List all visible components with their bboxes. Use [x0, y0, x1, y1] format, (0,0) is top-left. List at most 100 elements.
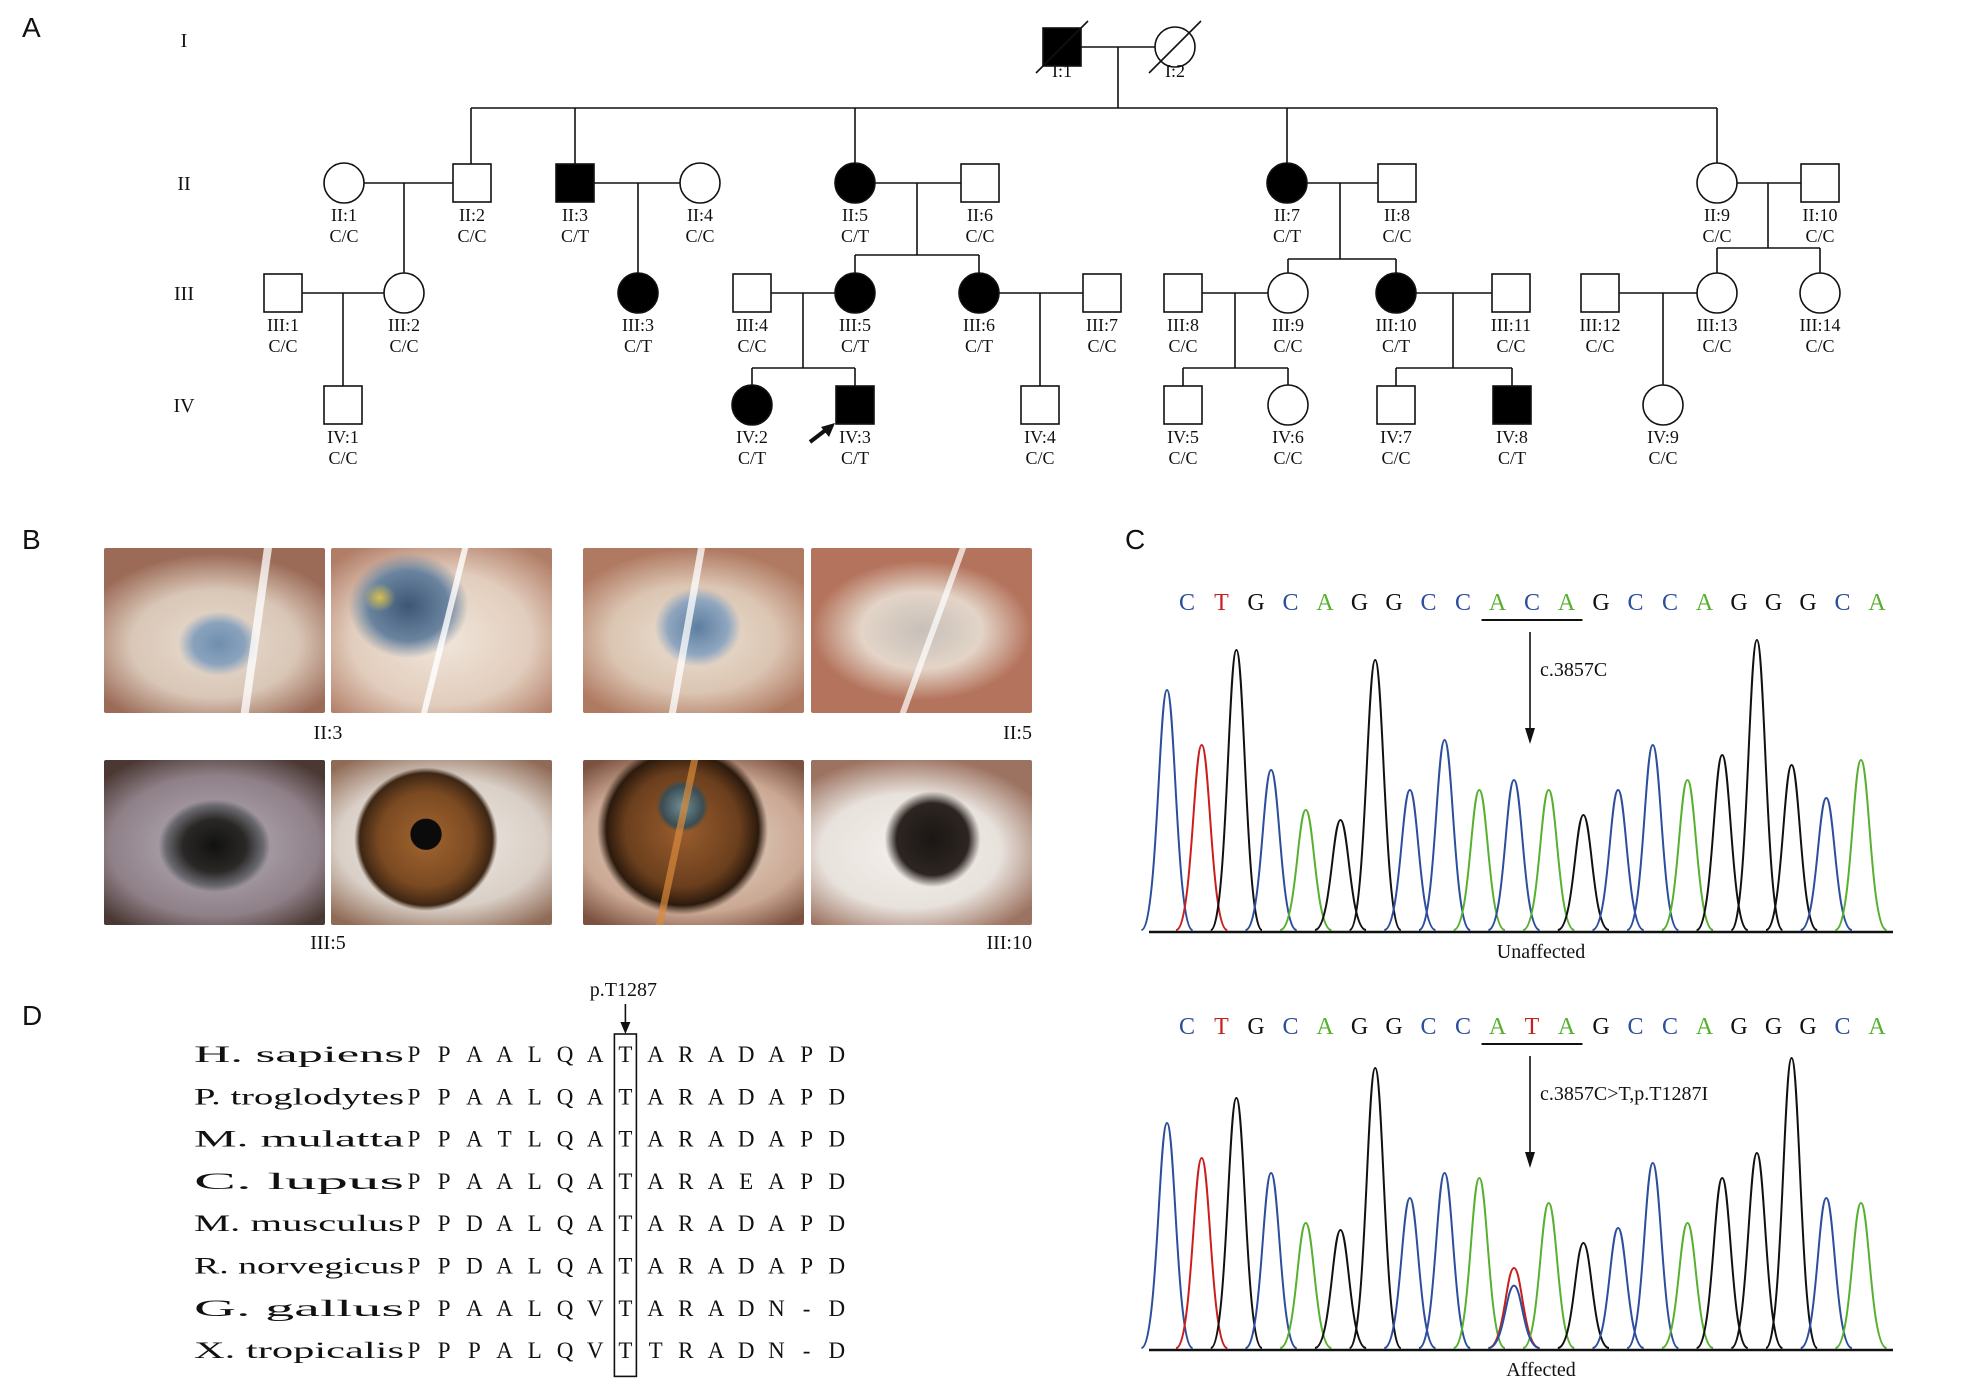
- pedigree-individual: III:4C/C: [732, 273, 772, 356]
- amino-acid: A: [647, 1169, 664, 1194]
- amino-acid: D: [828, 1338, 845, 1363]
- amino-acid: A: [587, 1127, 604, 1152]
- amino-acid: A: [768, 1084, 785, 1109]
- individual-id: I:2: [1165, 61, 1185, 81]
- amino-acid: D: [738, 1296, 755, 1321]
- individual-genotype: C/T: [561, 226, 589, 246]
- trace-peak: [1348, 1066, 1402, 1349]
- proband-arrow: [808, 427, 829, 444]
- individual-genotype: C/C: [1585, 336, 1614, 356]
- amino-acid: Q: [557, 1296, 574, 1321]
- trace-peak: [1800, 796, 1853, 931]
- amino-acid: Q: [557, 1338, 574, 1363]
- pedigree-individual: III:5C/T: [834, 272, 876, 356]
- individual-genotype: C/T: [1498, 448, 1526, 468]
- amino-acid: A: [708, 1254, 725, 1279]
- species-name: X. tropicalis: [194, 1338, 404, 1363]
- amino-acid: A: [708, 1338, 725, 1363]
- species-name: P. troglodytes: [194, 1084, 404, 1109]
- pedigree-individual: III:14C/C: [1799, 272, 1841, 356]
- trace-peak: [1626, 1161, 1680, 1349]
- amino-acid: P: [408, 1211, 421, 1236]
- amino-acid: L: [528, 1296, 542, 1321]
- female-symbol: [1375, 272, 1417, 314]
- male-symbol: [835, 385, 875, 425]
- amino-acid: P: [408, 1254, 421, 1279]
- trace-peak: [1175, 743, 1229, 931]
- individual-genotype: C/C: [1805, 226, 1834, 246]
- eye-photo-ii5-left: [583, 548, 804, 713]
- amino-acid: T: [618, 1296, 632, 1321]
- female-symbol: [958, 272, 1000, 314]
- trace-peak: [1383, 1196, 1437, 1349]
- sequence-base: C: [1455, 1014, 1471, 1040]
- amino-acid: Q: [557, 1084, 574, 1109]
- trace-peak: [1279, 808, 1332, 931]
- individual-id: II:8: [1384, 205, 1410, 225]
- eye-photo-iii10-left: [583, 760, 804, 925]
- pedigree-individual: III:2C/C: [383, 272, 425, 356]
- amino-acid: -: [803, 1338, 811, 1363]
- individual-id: II:7: [1274, 205, 1300, 225]
- amino-acid: P: [408, 1042, 421, 1067]
- individual-genotype: C/C: [389, 336, 418, 356]
- amino-acid: A: [647, 1296, 664, 1321]
- male-symbol: [1580, 273, 1620, 313]
- proband-arrowhead: [821, 423, 835, 437]
- individual-id: III:12: [1580, 315, 1621, 335]
- amino-acid: P: [438, 1296, 451, 1321]
- sequence-base: T: [1525, 1014, 1540, 1040]
- amino-acid: R: [678, 1127, 694, 1152]
- pedigree-individual: II:10C/C: [1800, 163, 1840, 246]
- sequence-base: G: [1765, 590, 1782, 616]
- sequence-base: A: [1558, 590, 1576, 616]
- amino-acid: A: [587, 1211, 604, 1236]
- sequence-base: C: [1420, 1014, 1436, 1040]
- individual-genotype: C/C: [1168, 336, 1197, 356]
- eye-photo-ii5-right: [811, 548, 1032, 713]
- generation-label: I: [181, 30, 188, 52]
- amino-acid: A: [768, 1127, 785, 1152]
- amino-acid: A: [466, 1127, 483, 1152]
- amino-acid: D: [828, 1127, 845, 1152]
- female-symbol: [323, 162, 365, 204]
- amino-acid: A: [496, 1338, 513, 1363]
- individual-id: IV:8: [1496, 427, 1528, 447]
- amino-acid: P: [438, 1254, 451, 1279]
- individual-genotype: C/T: [624, 336, 652, 356]
- amino-acid: A: [708, 1084, 725, 1109]
- amino-acid: A: [466, 1084, 483, 1109]
- male-symbol: [323, 385, 363, 425]
- individual-id: II:6: [967, 205, 993, 225]
- individual-genotype: C/C: [1702, 336, 1731, 356]
- amino-acid: L: [528, 1127, 542, 1152]
- amino-acid: A: [587, 1042, 604, 1067]
- amino-acid: T: [618, 1127, 632, 1152]
- individual-genotype: C/C: [965, 226, 994, 246]
- sequence-base: G: [1592, 1014, 1609, 1040]
- amino-acid: D: [738, 1127, 755, 1152]
- individual-genotype: C/C: [1273, 448, 1302, 468]
- pedigree-individual: IV:4C/C: [1020, 385, 1060, 468]
- female-symbol: [679, 162, 721, 204]
- sequence-base: G: [1385, 590, 1402, 616]
- pedigree-individual: III:11C/C: [1491, 273, 1531, 356]
- individual-id: IV:4: [1024, 427, 1056, 447]
- conserved-site-box: [613, 1033, 638, 1378]
- amino-acid: L: [528, 1169, 542, 1194]
- sequence-base: G: [1592, 590, 1609, 616]
- amino-acid: A: [647, 1042, 664, 1067]
- male-symbol: [1492, 385, 1532, 425]
- amino-acid: T: [618, 1338, 632, 1363]
- trace-peak: [1314, 1228, 1367, 1349]
- sequence-base: A: [1316, 590, 1334, 616]
- male-symbol: [1082, 273, 1122, 313]
- amino-acid: T: [618, 1169, 632, 1194]
- pedigree-individual: IV:9C/C: [1642, 384, 1684, 468]
- sequence-base: C: [1179, 1014, 1195, 1040]
- pedigree-individual: III:8C/C: [1163, 273, 1203, 356]
- amino-acid: P: [800, 1084, 813, 1109]
- amino-acid: D: [828, 1042, 845, 1067]
- pedigree-individual: IV:1C/C: [323, 385, 363, 468]
